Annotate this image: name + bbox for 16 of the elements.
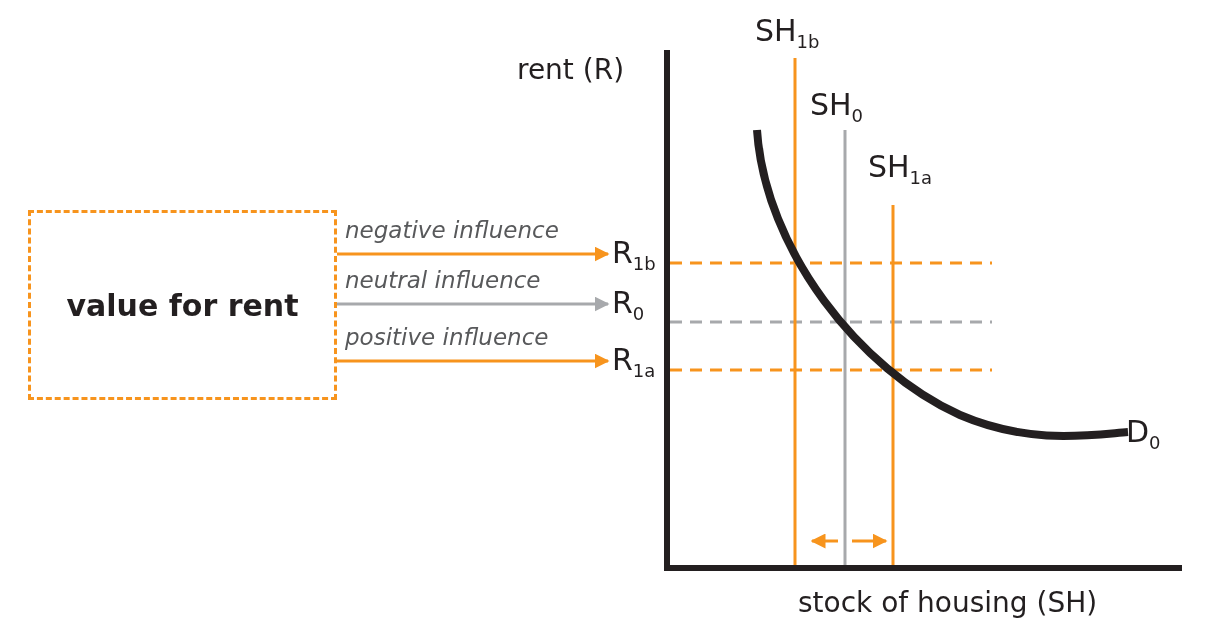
rent-label: R$_{0}$: [612, 286, 662, 326]
edge-label: negative influence: [345, 218, 559, 244]
rent-label: R$_{1b}$: [612, 236, 662, 276]
axis-title: stock of housing (SH): [798, 588, 1098, 619]
arrow: [337, 296, 610, 312]
edge-label: positive influence: [345, 325, 549, 351]
curve-label: SH$_{1a}$: [868, 150, 933, 188]
box-title: value for rent: [66, 288, 299, 322]
rent-label: R$_{1a}$: [612, 343, 662, 383]
axis-title: rent (R): [517, 55, 625, 86]
dashed-box: [28, 210, 337, 400]
curve-label: SH$_{0}$: [810, 88, 864, 126]
curve-label: SH$_{1b}$: [755, 14, 820, 52]
curve-label: D$_{0}$: [1126, 415, 1161, 453]
arrow: [337, 353, 610, 369]
arrow: [337, 246, 610, 262]
